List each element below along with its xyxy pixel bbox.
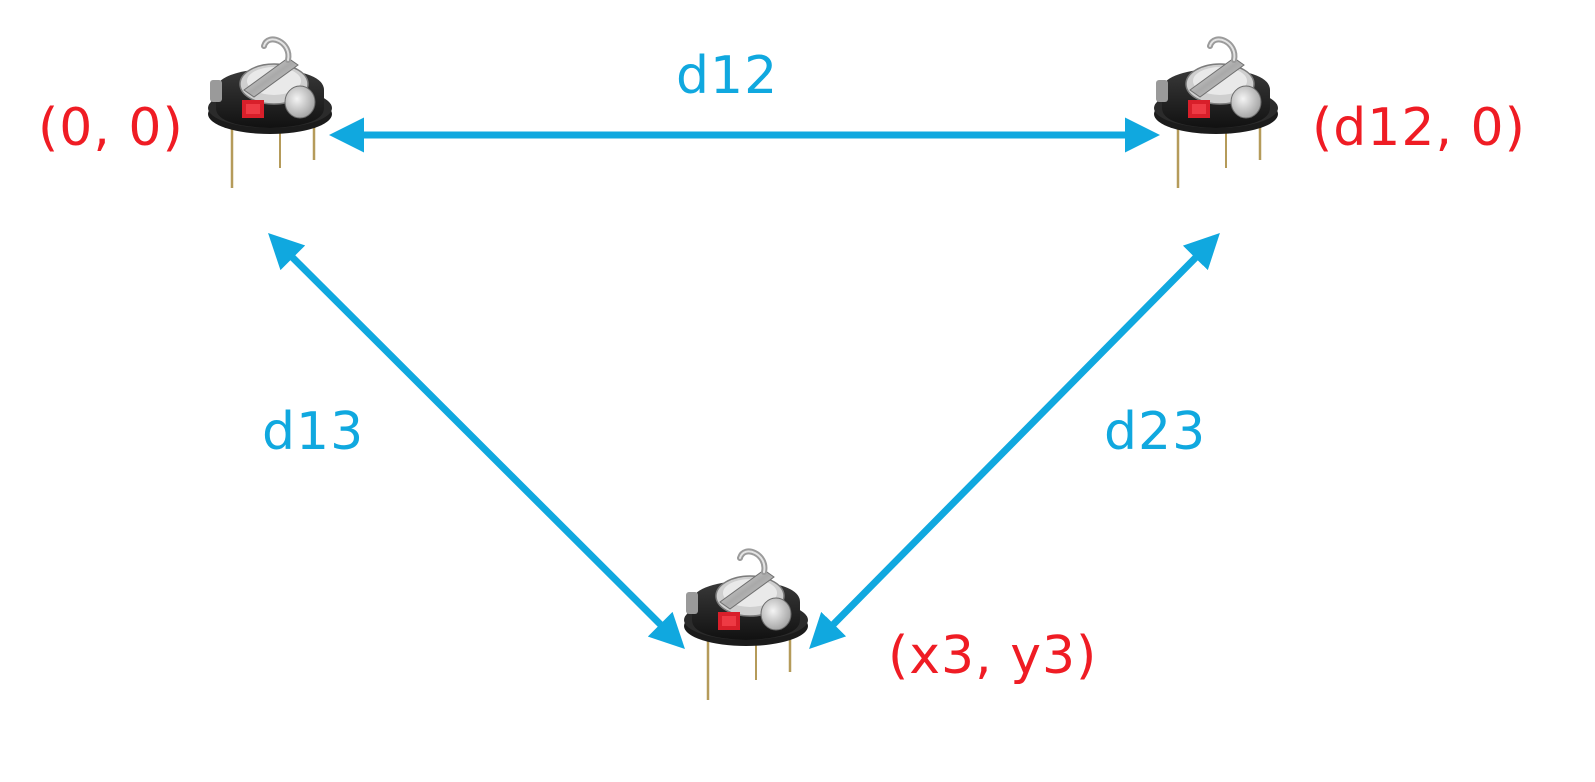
edge-d23-arrow: [809, 233, 1220, 649]
robot-3-kilobot-robot-icon: [684, 551, 808, 700]
robot-2-kilobot-robot-icon: [1154, 39, 1278, 188]
edge-d13-label: d13: [262, 402, 365, 462]
edge-d13-arrow: [268, 233, 685, 649]
robot-2-coordinate-label: (d12, 0): [1312, 98, 1526, 158]
edge-d12-label: d12: [676, 46, 779, 106]
robot-3-coordinate-label: (x3, y3): [888, 626, 1098, 686]
robot-1-coordinate-label: (0, 0): [38, 98, 184, 158]
robot-1-kilobot-robot-icon: [208, 39, 332, 188]
edge-d23-label: d23: [1104, 402, 1207, 462]
